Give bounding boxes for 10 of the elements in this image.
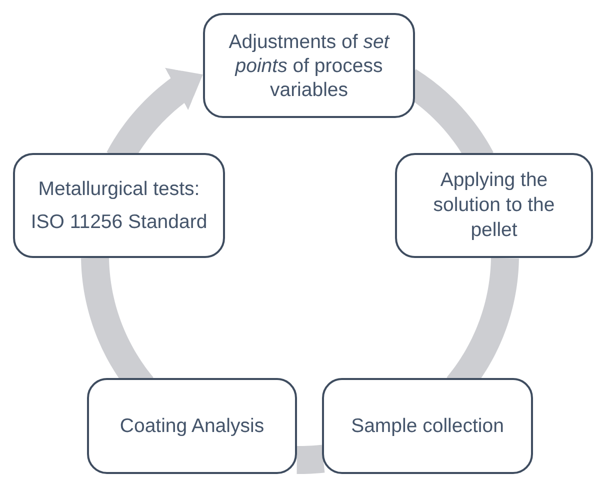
- step-label: Sample collection: [350, 414, 505, 438]
- process-box: [13, 153, 225, 258]
- process-box: [87, 378, 297, 474]
- step-label: Metallurgical tests: ISO 11256 Standard: [30, 176, 208, 234]
- step-label: Coating Analysis: [118, 414, 266, 438]
- process-box: [203, 13, 415, 118]
- process-box: [322, 378, 533, 474]
- step-label: Applying the solution to the pellet: [432, 168, 556, 243]
- process-box: [395, 153, 593, 258]
- step-label: Adjustments of set points of process variables: [228, 30, 391, 102]
